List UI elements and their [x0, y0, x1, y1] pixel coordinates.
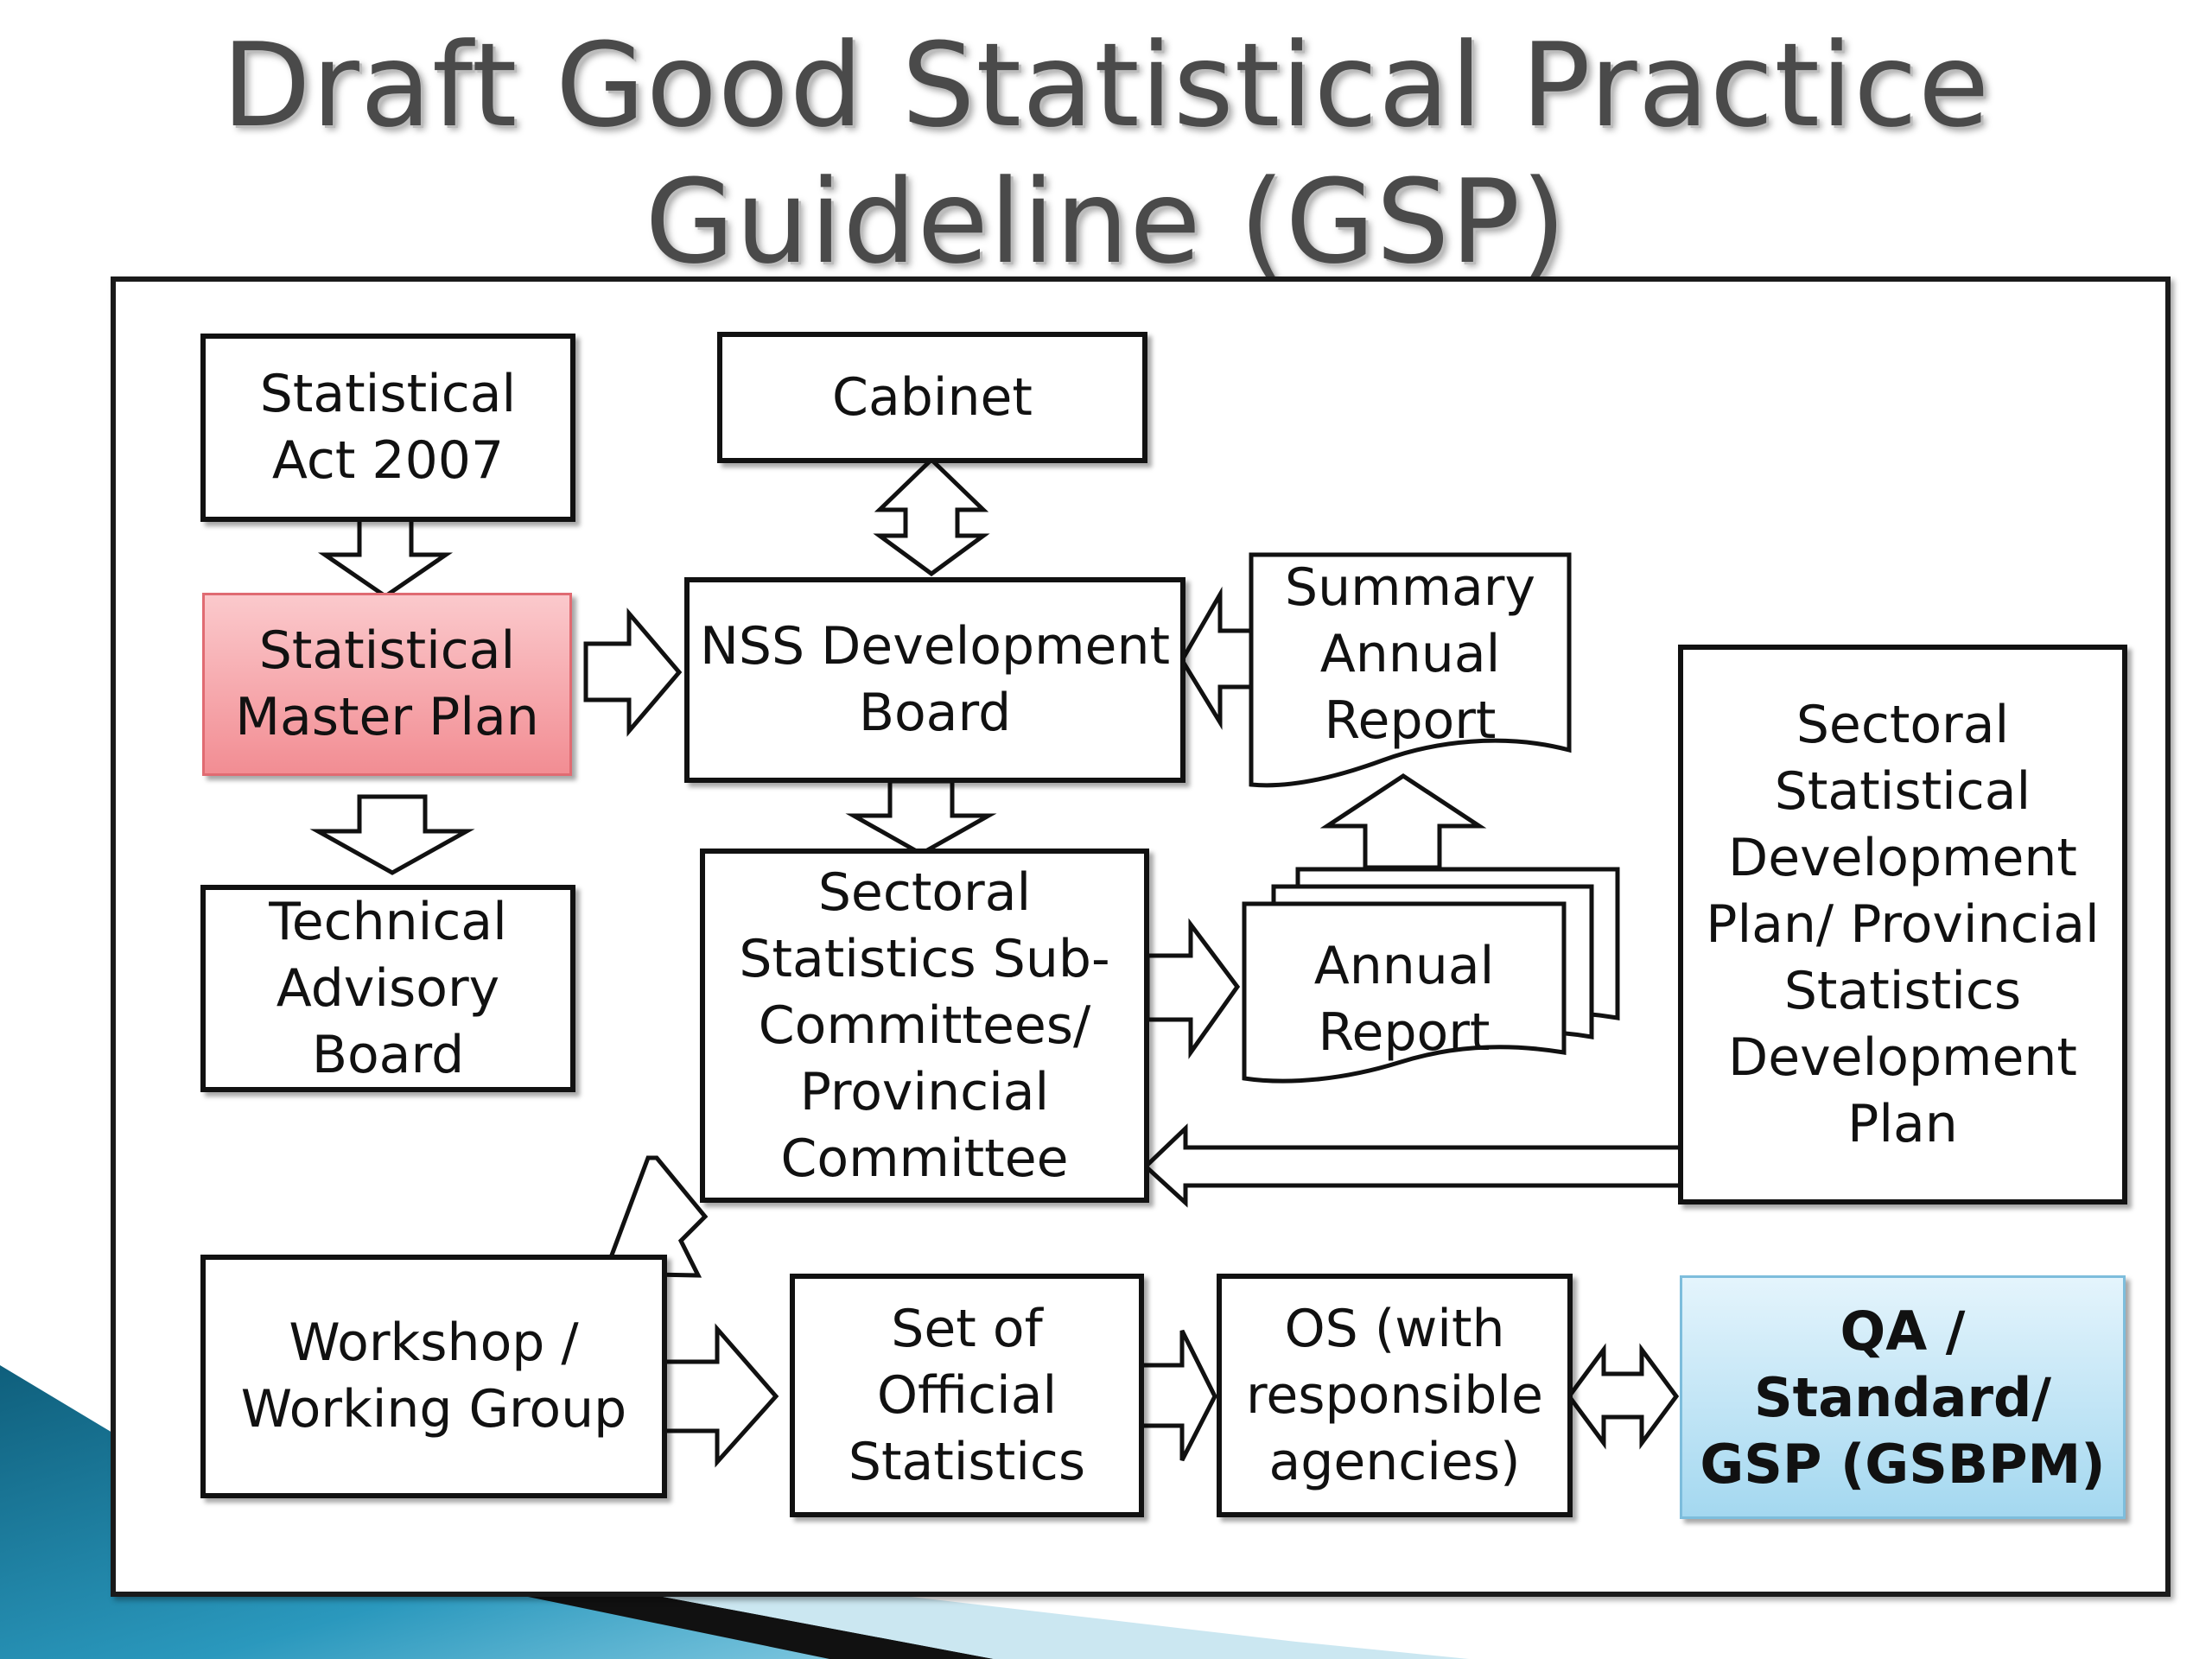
- node-statistical-act: Statistical Act 2007: [200, 334, 575, 522]
- node-statistical-master-plan: Statistical Master Plan: [202, 593, 572, 776]
- arrow-masterplan-to-technical: [309, 794, 475, 875]
- page-title-line-1: Draft Good Statistical Practice: [221, 18, 1991, 153]
- node-sectoral-development-plan: Sectoral Statistical Development Plan/ P…: [1678, 645, 2127, 1205]
- arrow-workshop-to-official: [661, 1323, 779, 1468]
- arrow-os-qa-bidirectional: [1566, 1343, 1680, 1450]
- arrow-subcommittees-to-annual: [1145, 918, 1241, 1059]
- arrow-subcommittees-to-workshop: [601, 1155, 709, 1278]
- node-os-responsible-agencies: OS (with responsible agencies): [1217, 1274, 1573, 1517]
- arrow-cabinet-nss-bidirectional: [873, 456, 990, 577]
- arrow-act-to-masterplan: [317, 516, 454, 600]
- arrow-official-to-os: [1138, 1329, 1217, 1462]
- arrow-masterplan-to-nss: [583, 607, 683, 737]
- node-technical-advisory-board: Technical Advisory Board: [200, 885, 575, 1092]
- page-title-line-2: Guideline (GSP): [645, 155, 1567, 289]
- annual-report-document-front: [1242, 901, 1567, 1084]
- node-summary-annual-report: Summary Annual Report: [1285, 557, 1535, 751]
- node-sectoral-sub-committees: Sectoral Statistics Sub- Committees/ Pro…: [700, 849, 1149, 1203]
- arrow-sectoralplan-to-subcommittees: [1142, 1123, 1683, 1208]
- node-workshop-working-group: Workshop / Working Group: [200, 1255, 667, 1498]
- node-qa-standard-gsp: QA / Standard/ GSP (GSBPM): [1680, 1275, 2126, 1519]
- summary-report-document: [1249, 552, 1572, 788]
- node-set-of-official-statistics: Set of Official Statistics: [790, 1274, 1144, 1517]
- arrow-annual-to-summary: [1319, 773, 1487, 870]
- node-cabinet: Cabinet: [717, 332, 1147, 463]
- arrow-nss-to-subcommittees: [845, 779, 997, 856]
- node-annual-report: Annual Report: [1313, 936, 1495, 1063]
- node-nss-development-board: NSS Development Board: [684, 577, 1185, 783]
- arrow-summary-to-nss: [1179, 586, 1257, 730]
- decor-swoosh-light: [259, 1521, 1469, 1659]
